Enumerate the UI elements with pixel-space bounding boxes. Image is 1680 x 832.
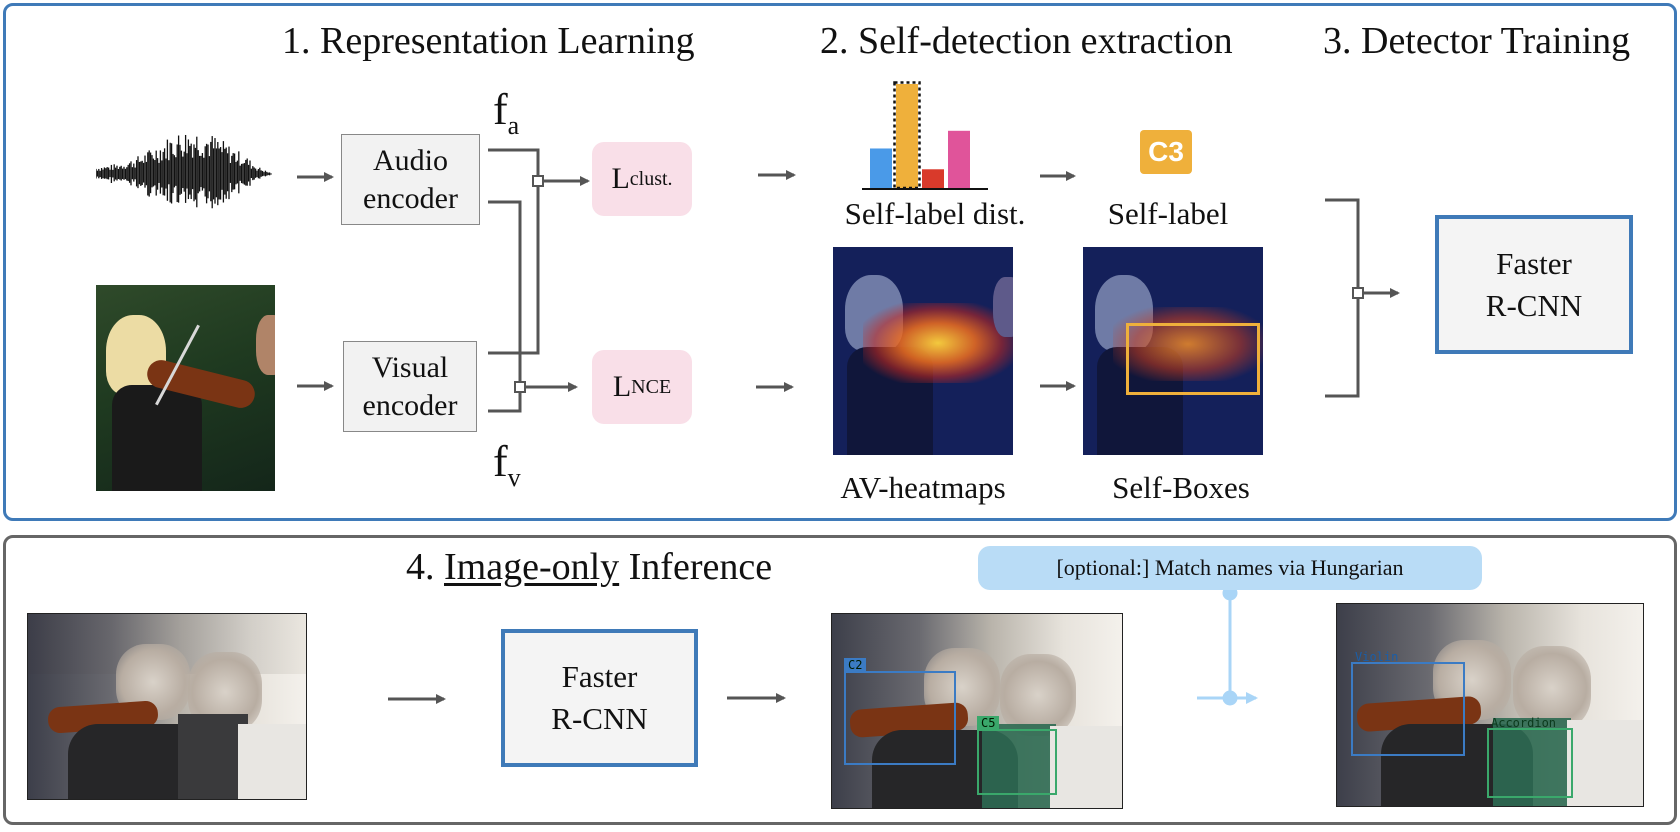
section-title-inference: 4. Image-only Inference bbox=[406, 546, 773, 588]
named-tag-accordion: Accordion bbox=[1491, 716, 1557, 730]
representation-panel bbox=[3, 3, 1677, 521]
raw-box-2 bbox=[977, 729, 1057, 795]
dist-bar-0 bbox=[870, 148, 892, 188]
input-image-violinist bbox=[96, 285, 275, 491]
faster-rcnn-inference: Faster R-CNN bbox=[501, 629, 698, 767]
raw-box-1 bbox=[844, 671, 956, 765]
av-heatmap-image bbox=[833, 247, 1013, 455]
frcnn-inf-line2: R-CNN bbox=[551, 701, 648, 736]
self-label-badge: C3 bbox=[1140, 130, 1192, 174]
dist-bar-highlight bbox=[893, 81, 921, 190]
audio-feature-label: fa bbox=[493, 85, 520, 140]
raw-detections-image: C2 C5 bbox=[831, 613, 1123, 809]
self-label-dist-label: Self-label dist. bbox=[844, 196, 1026, 231]
section-title-self-detection: 2. Self-detection extraction bbox=[820, 20, 1233, 62]
named-tag-violin: Violin bbox=[1355, 650, 1399, 664]
audio-encoder-line2: encoder bbox=[363, 181, 458, 215]
self-box-outline bbox=[1126, 323, 1260, 395]
frcnn-train-line1: Faster bbox=[1496, 245, 1572, 281]
hungarian-matching-note: [optional:] Match names via Hungarian bbox=[978, 546, 1482, 590]
faster-rcnn-training: Faster R-CNN bbox=[1435, 215, 1633, 354]
dist-bar-1 bbox=[896, 84, 918, 188]
audio-encoder-line1: Audio bbox=[373, 144, 448, 177]
self-label-label: Self-label bbox=[1107, 196, 1229, 231]
frcnn-train-line2: R-CNN bbox=[1485, 287, 1583, 323]
dist-bar-3 bbox=[948, 130, 970, 188]
audio-waveform bbox=[96, 134, 272, 209]
self-boxes-label: Self-Boxes bbox=[1112, 470, 1250, 505]
dist-bar-2 bbox=[922, 169, 944, 188]
section-title-detector-training: 3. Detector Training bbox=[1323, 20, 1631, 62]
named-box-violin bbox=[1351, 662, 1465, 756]
visual-feature-label: fv bbox=[493, 437, 521, 492]
self-boxes-image bbox=[1083, 247, 1263, 455]
frcnn-inf-line1: Faster bbox=[561, 659, 638, 695]
visual-encoder-line1: Visual bbox=[371, 351, 449, 384]
raw-tag-2: C5 bbox=[977, 716, 1000, 731]
self-label-dist-chart bbox=[862, 81, 988, 190]
inference-panel bbox=[3, 535, 1677, 825]
image-only-underlined: Image-only bbox=[444, 546, 620, 588]
raw-tag-1: C2 bbox=[844, 658, 867, 673]
visual-encoder-line2: encoder bbox=[362, 388, 458, 422]
named-box-accordion bbox=[1487, 728, 1573, 798]
section-title-representation: 1. Representation Learning bbox=[282, 20, 695, 62]
inference-input-image bbox=[27, 613, 307, 800]
visual-encoder: Visual encoder bbox=[343, 341, 477, 432]
audio-encoder: Audio encoder bbox=[341, 134, 480, 225]
av-heatmaps-label: AV-heatmaps bbox=[840, 470, 1006, 505]
named-detections-image: Violin Accordion bbox=[1336, 603, 1644, 807]
